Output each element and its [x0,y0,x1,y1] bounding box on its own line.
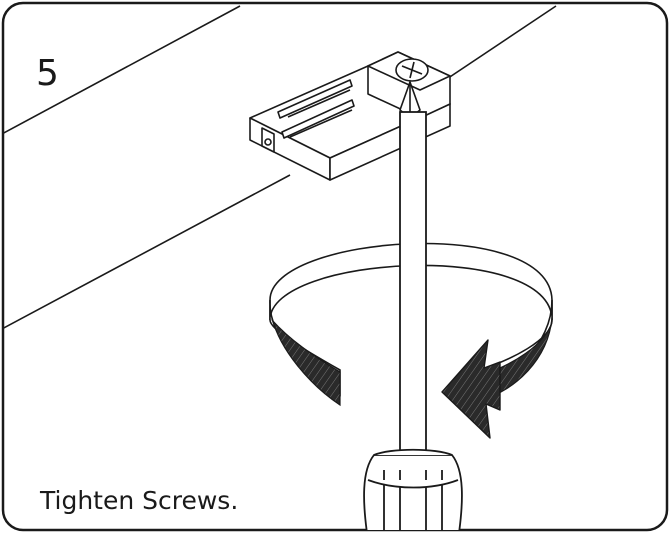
rotation-arrow-icon [441,339,501,439]
screw-head [395,58,429,82]
screwdriver-shaft [399,111,427,459]
step-caption: Tighten Screws. [40,486,239,515]
rotation-band-shade-left [271,317,341,407]
step-number: 5 [36,53,59,94]
screwdriver-handle [363,448,463,530]
